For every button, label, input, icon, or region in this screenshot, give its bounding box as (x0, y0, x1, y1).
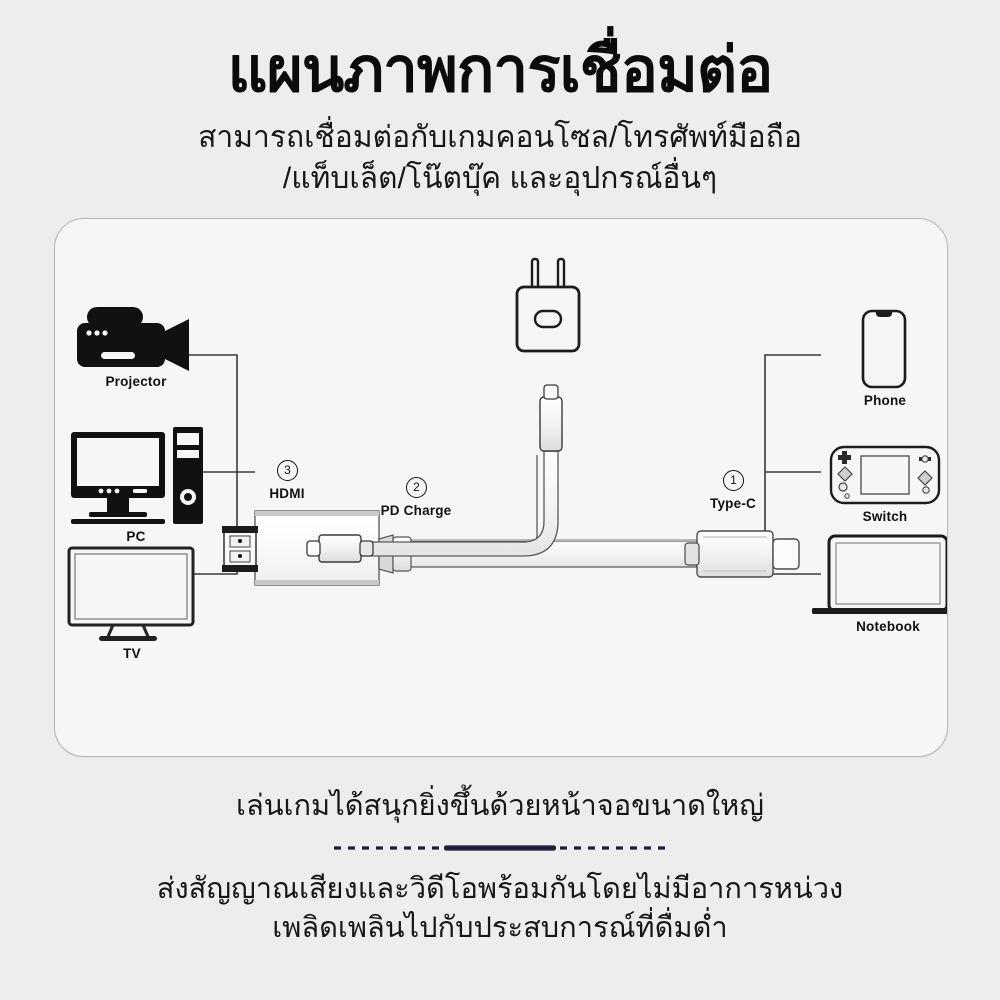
footer-description-line-1: ส่งสัญญาณเสียงและวิดีโอพร้อมกันโดยไม่มีอ… (156, 873, 844, 905)
smartphone-icon (861, 309, 907, 389)
label-tv: TV (123, 646, 141, 661)
port-number-1: 1 (723, 470, 744, 491)
charger-cable-connector (539, 384, 563, 452)
connection-diagram-card: Projector PC TV Phone Switch Notebook 3 … (54, 218, 948, 757)
power-plug-adapter-icon (515, 257, 581, 353)
label-notebook: Notebook (856, 619, 920, 634)
label-type-c: Type-C (710, 496, 756, 511)
page-title: แผนภาพการเชื่อมต่อ (227, 36, 774, 105)
port-number-3: 3 (277, 460, 298, 481)
label-pc: PC (126, 529, 146, 544)
footer-description: ส่งสัญญาณเสียงและวิดีโอพร้อมกันโดยไม่มีอ… (0, 870, 1000, 947)
game-console-icon (829, 445, 941, 505)
hdmi-connector-head (222, 526, 258, 572)
section-divider (334, 845, 666, 851)
page-subtitle-line-1: สามารถเชื่อมต่อกับเกมคอนโซล/โทรศัพท์มือถ… (198, 121, 802, 154)
footer-description-line-2: เพลิดเพลินไปกับประสบการณ์ที่ดื่มด่ำ (272, 911, 728, 944)
diagram-illustration (67, 257, 947, 641)
type-c-connector (684, 530, 800, 578)
footer-headline: เล่นเกมได้สนุกยิ่งขึ้นด้วยหน้าจอขนาดใหญ่ (236, 790, 764, 822)
page-subtitle-line-2: /แท็บเล็ต/โน๊ตบุ๊ค และอุปกรณ์อื่นๆ (282, 161, 718, 195)
label-phone: Phone (863, 393, 907, 408)
tv-icon (67, 546, 195, 641)
page-subtitle: สามารถเชื่อมต่อกับเกมคอนโซล/โทรศัพท์มือถ… (0, 118, 1000, 199)
projector-icon (77, 307, 189, 371)
label-hdmi: HDMI (269, 486, 305, 501)
label-projector: Projector (105, 374, 167, 389)
label-switch: Switch (862, 509, 908, 524)
laptop-icon (812, 534, 947, 614)
label-pd-charge: PD Charge (380, 503, 452, 518)
port-number-2: 2 (406, 477, 427, 498)
header: แผนภาพการเชื่อมต่อ สามารถเชื่อมต่อกับเกม… (0, 0, 1000, 200)
pd-charge-connector (306, 534, 374, 563)
desktop-computer-icon (71, 427, 203, 524)
right-connector-bracket (764, 354, 821, 575)
